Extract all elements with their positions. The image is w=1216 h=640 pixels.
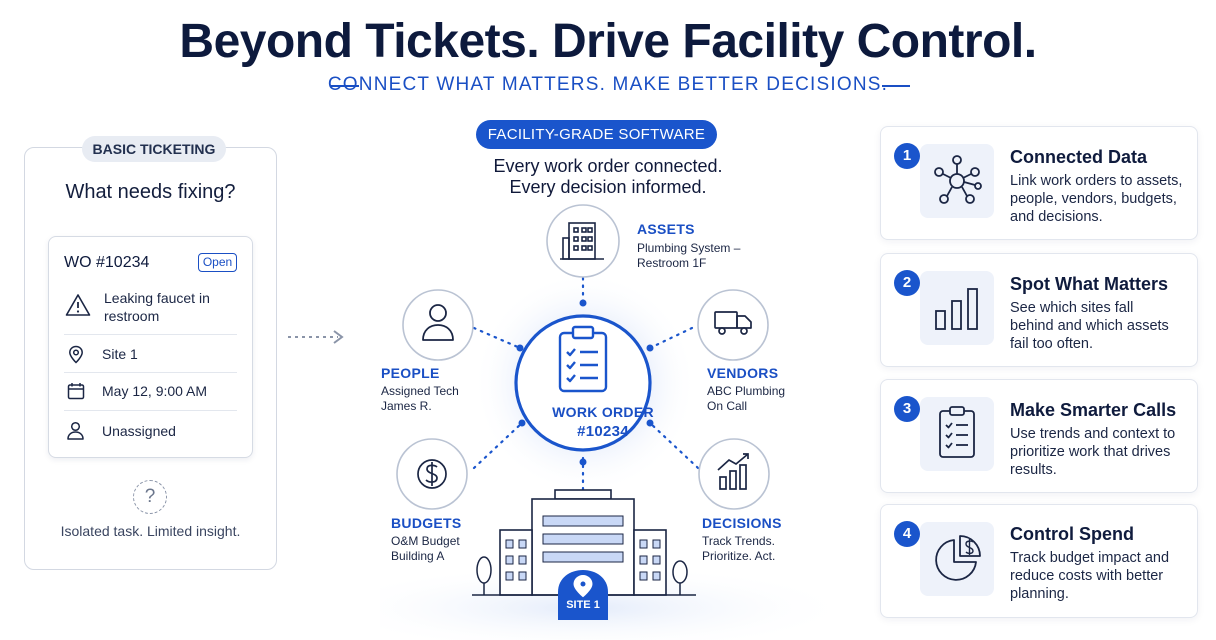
people-sub-1: Assigned Tech — [381, 384, 459, 398]
work-order-card[interactable] — [48, 236, 253, 458]
card-title: Spot What Matters — [1010, 274, 1169, 294]
person-icon — [422, 304, 454, 341]
people-label: PEOPLE — [381, 365, 440, 381]
dollar-coin-icon — [417, 459, 447, 489]
page-subtitle: CONNECT WHAT MATTERS. MAKE BETTER DECISI… — [327, 74, 889, 95]
trend-chart-icon — [717, 453, 749, 490]
decisions-sub-1: Track Trends. — [702, 534, 775, 548]
card-description: Link work orders to assets, people, vend… — [1010, 173, 1183, 225]
person-icon — [66, 421, 85, 445]
budgets-label: BUDGETS — [391, 515, 462, 531]
hub-label-1: WORK ORDER — [552, 404, 654, 420]
pie-dollar-icon — [935, 535, 981, 581]
budgets-sub-1: O&M Budget — [391, 534, 460, 548]
decisions-label: DECISIONS — [702, 515, 782, 531]
decisions-node — [698, 438, 770, 510]
card-number: 1 — [894, 143, 920, 169]
checklist-icon — [939, 406, 975, 458]
date-value: May 12, 9:00 AM — [102, 383, 208, 399]
page-title: Beyond Tickets. Drive Facility Control. — [179, 15, 1037, 68]
assets-sub-2: Restroom 1F — [637, 256, 707, 270]
assets-sub-1: Plumbing System – — [637, 241, 741, 255]
card-title: Make Smarter Calls — [1010, 400, 1177, 420]
left-footer: Isolated task. Limited insight. — [60, 523, 241, 539]
card-number: 2 — [894, 270, 920, 296]
subtitle-rule-left — [331, 85, 359, 87]
divider — [64, 334, 237, 335]
center-line-2: Every decision informed. — [509, 177, 707, 197]
site-label: SITE 1 — [566, 599, 600, 611]
center-line-1: Every work order connected. — [493, 156, 723, 176]
calendar-icon — [67, 382, 85, 405]
work-order-number: WO #10234 — [64, 254, 150, 271]
card-icon-box — [920, 522, 994, 596]
card-description: Use trends and context to prioritize wor… — [1010, 426, 1176, 478]
card-icon-box — [920, 271, 994, 345]
work-order-hub — [514, 314, 652, 452]
decisions-sub-2: Prioritize. Act. — [702, 549, 776, 563]
card-icon-box — [920, 397, 994, 471]
connection-diagram — [380, 204, 855, 640]
building-icon — [560, 222, 604, 260]
subtitle-rule-right — [882, 85, 910, 87]
card-description: See which sites fall behind and which as… — [1010, 300, 1169, 352]
location-pin-icon — [573, 574, 593, 598]
hub-label-2: #10234 — [577, 423, 629, 440]
vendors-node — [697, 289, 769, 361]
vendors-label: VENDORS — [707, 365, 779, 381]
location-pin-icon — [68, 345, 84, 369]
card-icon-box — [920, 144, 994, 218]
warning-icon — [65, 293, 91, 322]
budgets-sub-2: Building A — [391, 549, 445, 563]
vendors-sub-1: ABC Plumbing — [707, 384, 786, 398]
issue-description: Leaking faucet in restroom — [104, 290, 210, 324]
truck-icon — [714, 311, 752, 335]
assignee-value: Unassigned — [102, 423, 176, 439]
facility-grade-badge: FACILITY-GRADE SOFTWARE — [476, 120, 717, 149]
card-number: 4 — [894, 521, 920, 547]
clipboard-check-icon — [558, 325, 608, 393]
status-badge: Open — [198, 253, 237, 272]
basic-ticketing-badge: BASIC TICKETING — [82, 136, 226, 162]
card-title: Connected Data — [1010, 147, 1148, 167]
card-number: 3 — [894, 396, 920, 422]
divider — [64, 372, 237, 373]
people-sub-2: James R. — [381, 399, 432, 413]
card-description: Track budget impact and reduce costs wit… — [1010, 550, 1170, 602]
assets-label: ASSETS — [637, 221, 695, 237]
site-value: Site 1 — [102, 346, 138, 362]
question-icon: ? — [133, 480, 167, 514]
left-heading: What needs fixing? — [65, 181, 236, 203]
card-title: Control Spend — [1010, 524, 1134, 544]
bar-chart-icon — [935, 288, 978, 330]
divider — [64, 410, 237, 411]
vendors-sub-2: On Call — [707, 399, 748, 413]
dashed-arrow-icon — [286, 328, 346, 351]
network-icon — [934, 155, 982, 204]
